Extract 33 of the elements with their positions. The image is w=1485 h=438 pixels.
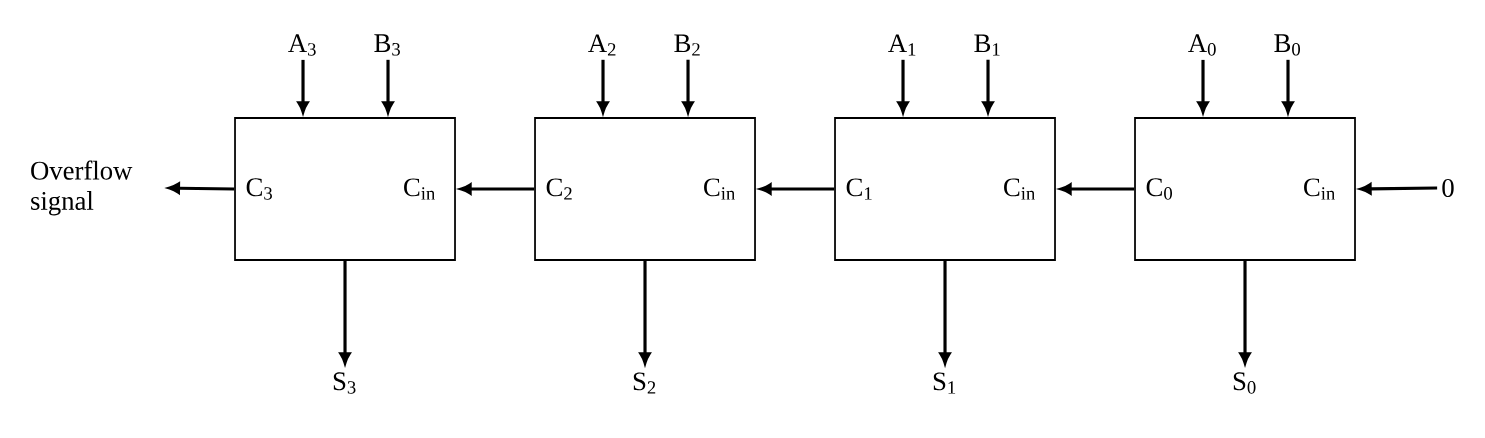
- arrow: [339, 260, 351, 365]
- signal-label: Overflow signal: [31, 160, 133, 216]
- arrow: [897, 59, 909, 114]
- adder-block: C$_{2}$ C$_{in}$: [534, 117, 756, 261]
- signal-label: S$_{2}$: [633, 372, 656, 394]
- arrow: [639, 260, 651, 365]
- arrow: [597, 59, 609, 114]
- signal-label: A$_{0}$: [1188, 34, 1216, 56]
- arrow: [459, 183, 535, 195]
- arrow: [1197, 59, 1209, 114]
- arrow: [1059, 183, 1135, 195]
- arrow: [382, 59, 394, 114]
- signal-label: A$_{2}$: [588, 34, 616, 56]
- arrow: [1282, 59, 1294, 114]
- signal-label: S$_{1}$: [933, 372, 956, 394]
- adder-block: C$_{3}$ C$_{in}$: [234, 117, 456, 261]
- signal-label: 0: [1442, 178, 1454, 198]
- arrow: [1239, 260, 1251, 365]
- adder-block: C$_{1}$ C$_{in}$: [834, 117, 1056, 261]
- signal-label: B$_{1}$: [974, 34, 1000, 56]
- arrow: [759, 183, 835, 195]
- arrow: [297, 59, 309, 114]
- signal-label: B$_{2}$: [674, 34, 700, 56]
- arrow: [682, 59, 694, 114]
- signal-label: A$_{3}$: [288, 34, 316, 56]
- signal-label: B$_{0}$: [1274, 34, 1300, 56]
- signal-label: B$_{3}$: [374, 34, 400, 56]
- signal-label: S$_{3}$: [333, 372, 356, 394]
- arrow: [1359, 183, 1438, 195]
- arrow: [982, 59, 994, 114]
- signal-label: A$_{1}$: [888, 34, 916, 56]
- adder-block: C$_{0}$ C$_{in}$: [1134, 117, 1356, 261]
- signal-label: S$_{0}$: [1233, 372, 1256, 394]
